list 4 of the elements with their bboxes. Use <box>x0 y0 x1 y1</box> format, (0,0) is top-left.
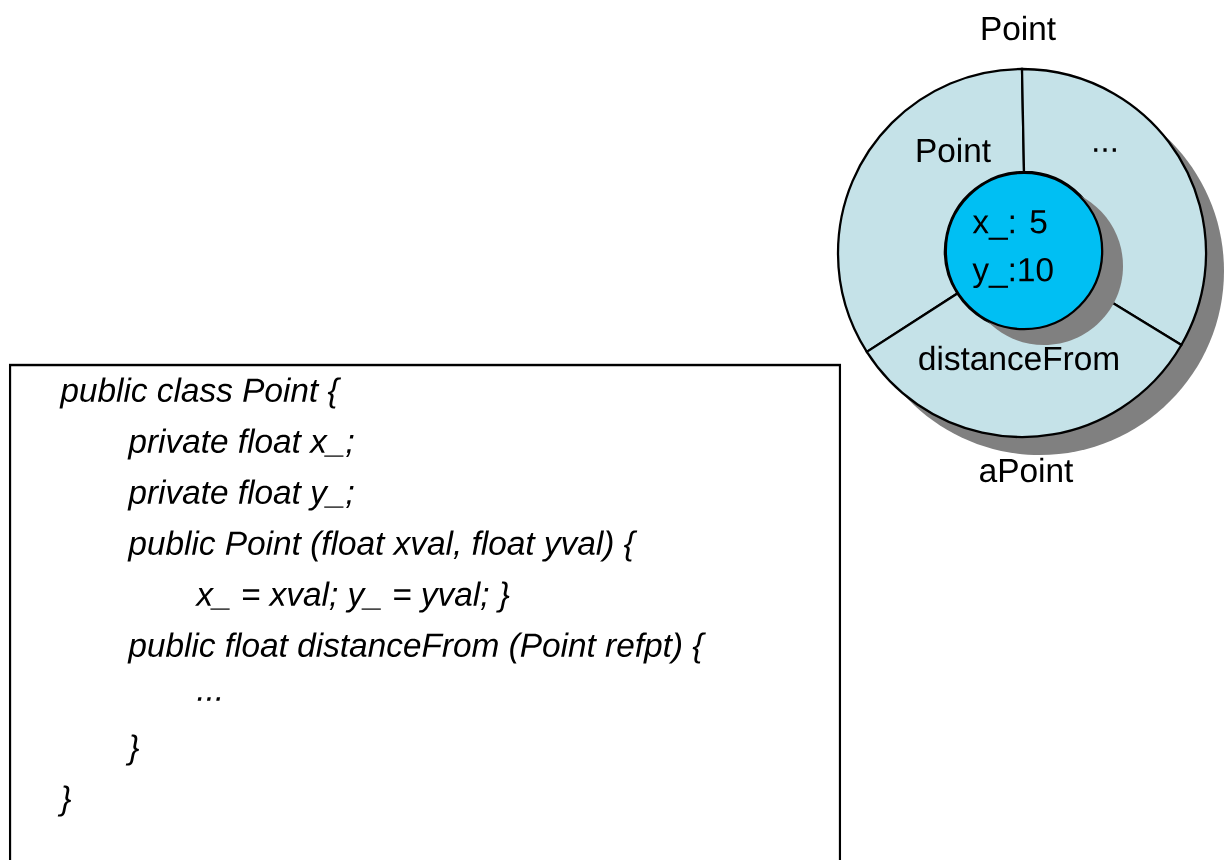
node-label: Point <box>982 15 1056 41</box>
node-label: ... <box>1094 148 1116 152</box>
code-box: public class Point { private float x_; private float y_; public Point (float xval, float yval) { x_ = xval; y_ = yval; } public float distanceFrom (Point refpt) { ... } } <box>8 363 842 860</box>
object-name: aPoint <box>980 457 1074 483</box>
